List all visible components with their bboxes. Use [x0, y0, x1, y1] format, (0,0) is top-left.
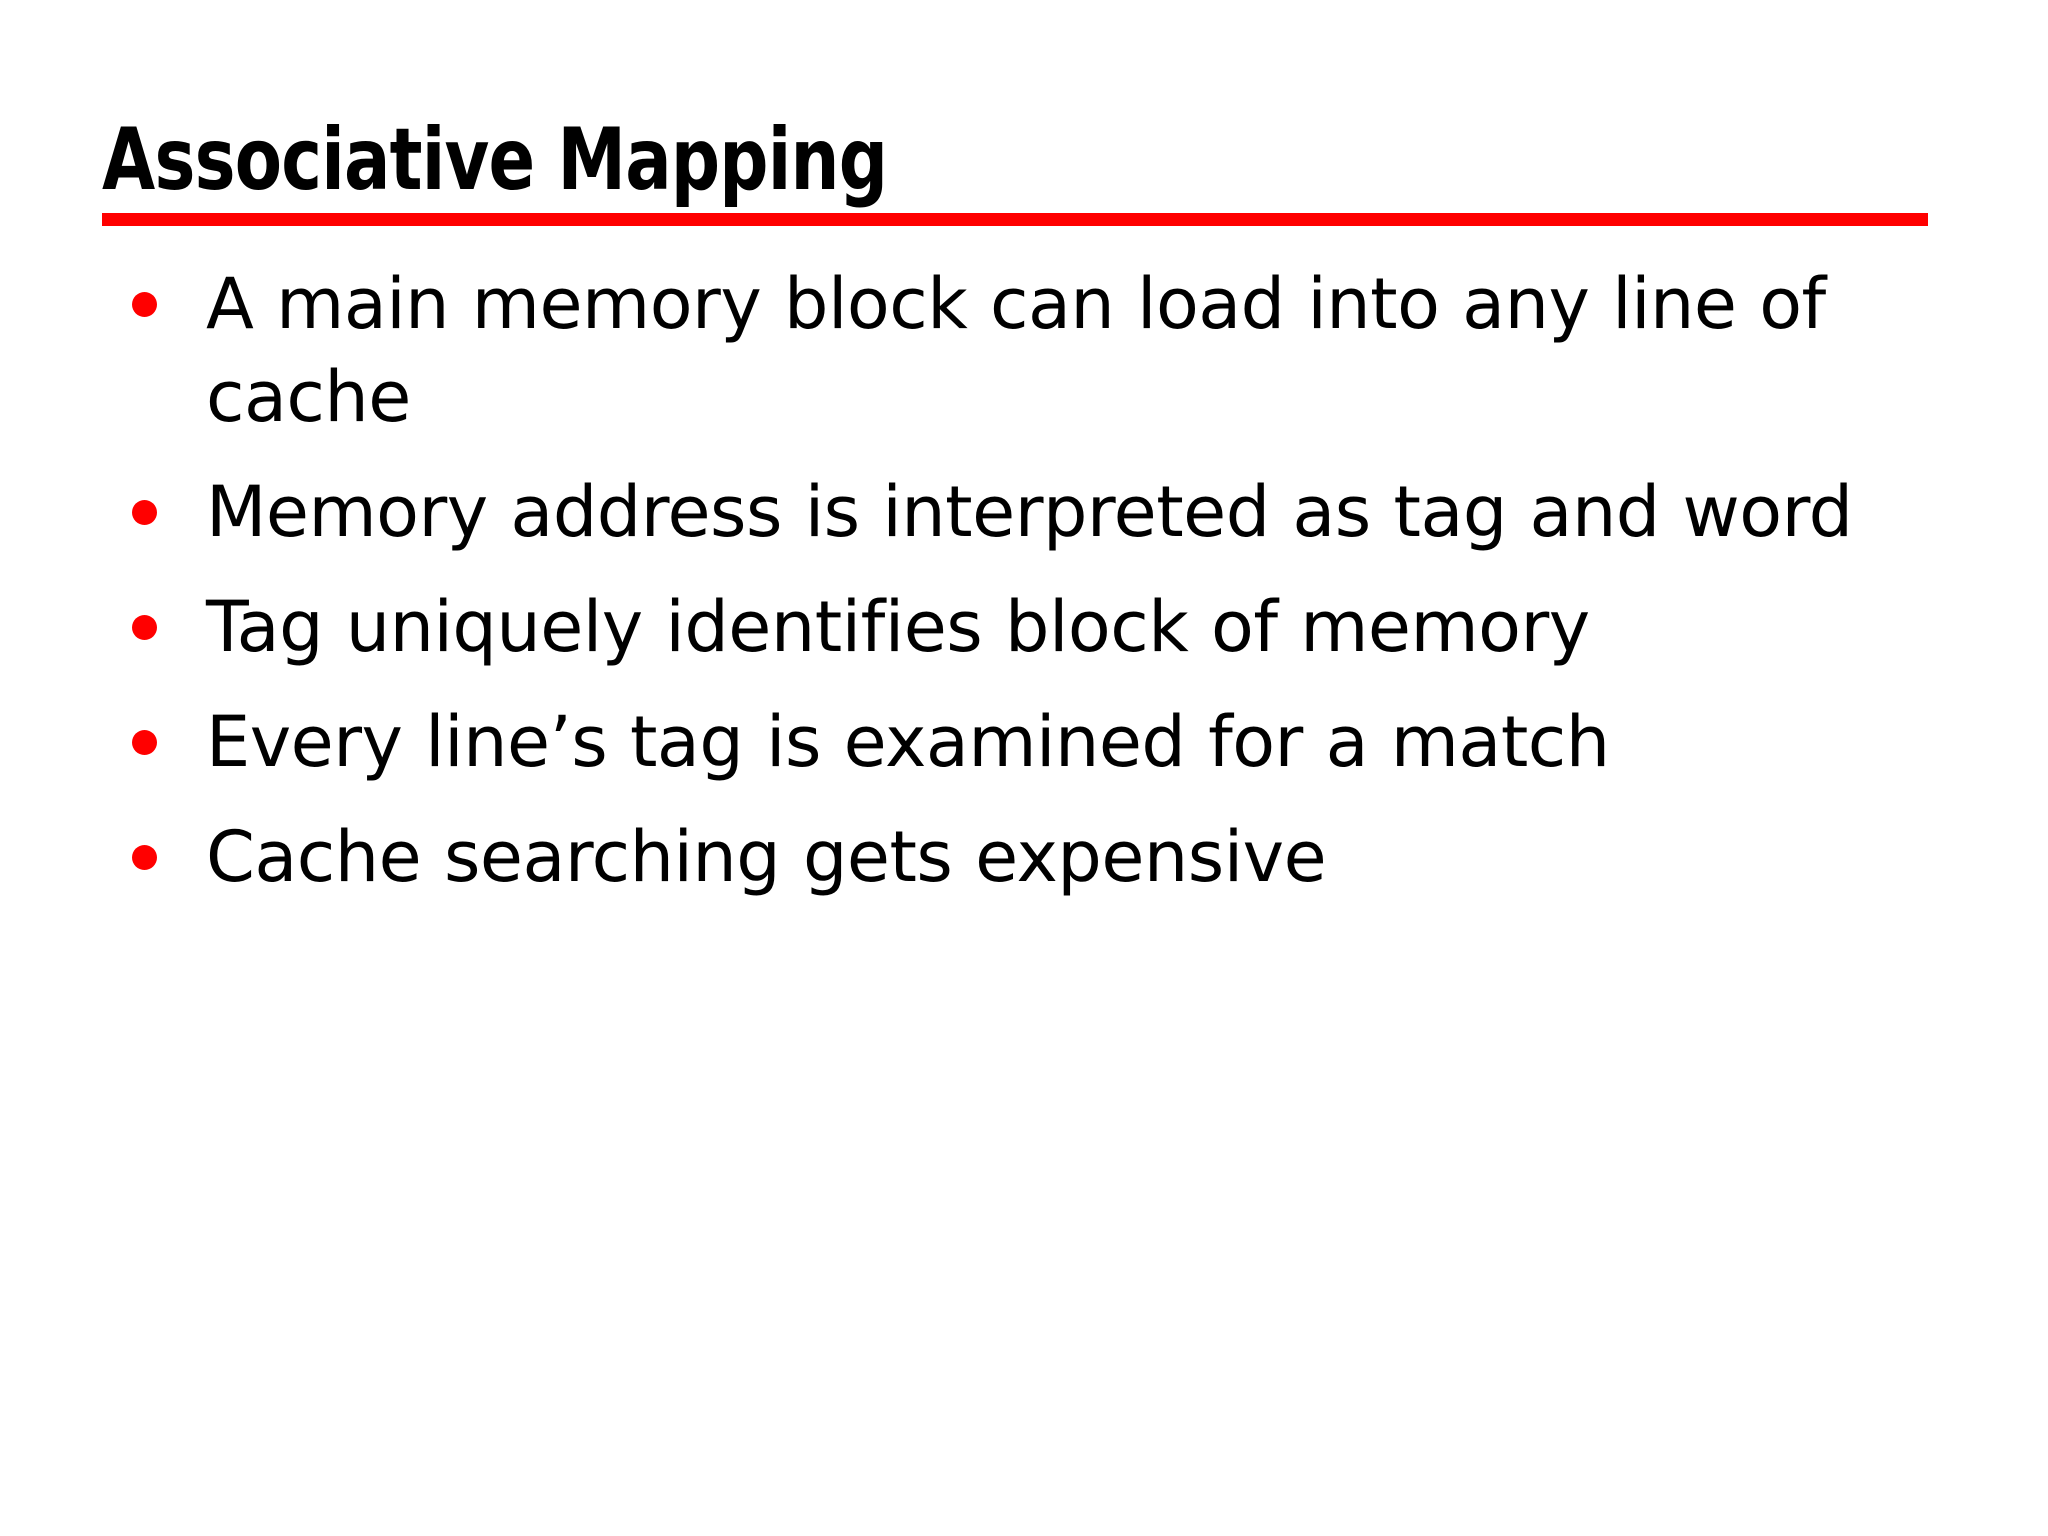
list-item: A main memory block can load into any li…	[110, 258, 1990, 444]
list-item: Every line’s tag is examined for a match	[110, 696, 1990, 789]
list-item: Cache searching gets expensive	[110, 811, 1990, 904]
title-underline-rule	[102, 213, 1928, 226]
list-item-label: Memory address is interpreted as tag and…	[206, 471, 1853, 553]
bullet-list: A main memory block can load into any li…	[110, 258, 1990, 904]
page-title: Associative Mapping	[102, 110, 888, 210]
bullet-point-icon	[132, 615, 157, 640]
list-item-label: Cache searching gets expensive	[206, 816, 1327, 898]
list-item: Tag uniquely identifies block of memory	[110, 581, 1990, 674]
bullet-point-icon	[132, 845, 157, 870]
bullet-point-icon	[132, 292, 157, 317]
list-item: Memory address is interpreted as tag and…	[110, 466, 1990, 559]
list-item-label: Every line’s tag is examined for a match	[206, 701, 1610, 783]
list-item-label: Tag uniquely identifies block of memory	[206, 586, 1590, 668]
bullet-point-icon	[132, 730, 157, 755]
list-item-label: A main memory block can load into any li…	[206, 263, 1826, 438]
bullet-point-icon	[132, 500, 157, 525]
slide-title-block: Associative Mapping	[102, 110, 1928, 226]
